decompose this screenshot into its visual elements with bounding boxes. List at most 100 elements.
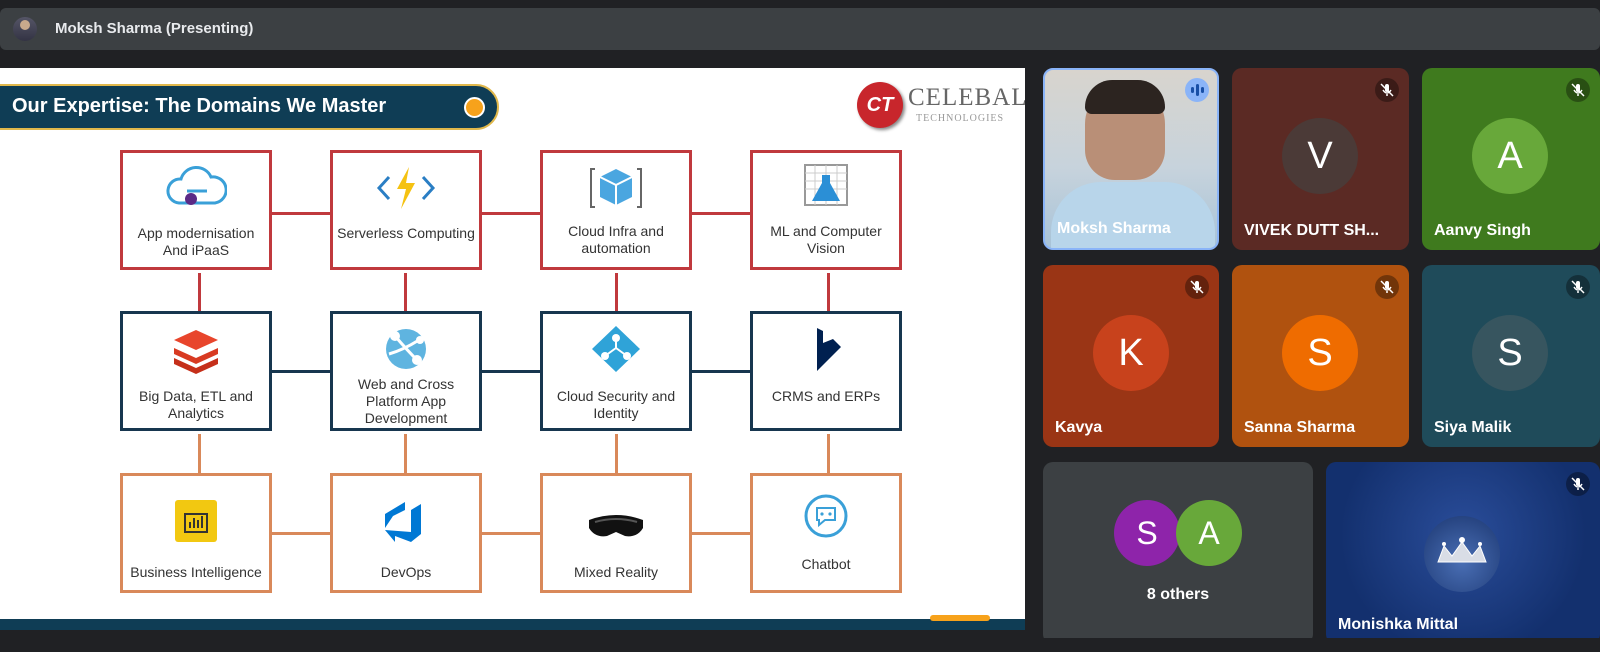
connector: [827, 273, 830, 313]
participant-tile[interactable]: S Sanna Sharma: [1232, 265, 1409, 447]
slide-title: Our Expertise: The Domains We Master: [12, 95, 387, 117]
domain-card: Web and Cross Platform App Development: [330, 311, 482, 431]
connector: [692, 370, 750, 373]
participant-avatar: [1424, 516, 1500, 592]
connector: [482, 212, 540, 215]
mic-off-icon: [1185, 275, 1209, 299]
headset-icon: [589, 515, 643, 537]
speaking-indicator: [1185, 78, 1209, 102]
connector: [404, 434, 407, 474]
domain-card: Business Intelligence: [120, 473, 272, 593]
domain-card: Cloud Security and Identity: [540, 311, 692, 431]
connector: [198, 273, 201, 313]
bar-chart-icon: [175, 500, 217, 542]
domain-label: Cloud Security and Identity: [556, 388, 676, 421]
celebal-logo-mark: CT: [857, 82, 903, 128]
mic-off-icon: [1375, 78, 1399, 102]
domain-card: ML and Computer Vision: [750, 150, 902, 270]
footer-accent: [930, 615, 990, 621]
domain-label: DevOps: [380, 564, 432, 580]
participant-tile[interactable]: V VIVEK DUTT SH...: [1232, 68, 1409, 250]
participant-avatar: S: [1282, 315, 1358, 391]
cube-icon: [590, 168, 642, 208]
crown-icon: [1437, 537, 1487, 563]
domain-label: Mixed Reality: [573, 564, 659, 580]
participant-name: Moksh Sharma: [1057, 220, 1171, 237]
presenter-bar: Moksh Sharma (Presenting): [0, 8, 1600, 50]
chat-icon: [804, 494, 848, 538]
participant-name: Kavya: [1055, 419, 1103, 436]
connector: [827, 434, 830, 474]
connector: [692, 212, 750, 215]
celebal-logo-sub: TECHNOLOGIES: [916, 113, 1005, 124]
participant-tile[interactable]: S Siya Malik: [1422, 265, 1600, 447]
slide-footer-bar: [0, 615, 1025, 630]
others-avatar: A: [1176, 500, 1242, 566]
connector: [198, 434, 201, 474]
connector: [272, 370, 330, 373]
domain-label: Cloud Infra and automation: [568, 223, 664, 256]
participant-name: VIVEK DUTT SH...: [1244, 222, 1380, 239]
banner-dot: [464, 97, 485, 118]
participant-name: Sanna Sharma: [1244, 419, 1356, 436]
others-count: 8 others: [1146, 586, 1210, 603]
participant-shirt: [1051, 182, 1215, 248]
bottom-strip: [0, 638, 1600, 652]
mic-off-icon: [1566, 275, 1590, 299]
connector: [272, 532, 330, 535]
presenter-avatar[interactable]: [13, 17, 37, 41]
others-tile[interactable]: S A 8 others: [1043, 462, 1313, 644]
participant-name: Aanvy Singh: [1434, 222, 1531, 239]
domain-card: Cloud Infra and automation: [540, 150, 692, 270]
lightning-code-icon: [376, 167, 436, 209]
connector: [482, 532, 540, 535]
participant-hair: [1085, 80, 1165, 114]
domain-card: CRMS and ERPs: [750, 311, 902, 431]
identity-diamond-icon: [592, 326, 640, 372]
dynamics-icon: [817, 328, 841, 371]
celebal-logo-name: CELEBAL: [908, 84, 1025, 111]
mic-off-icon: [1566, 78, 1590, 102]
domain-label: Business Intelligence: [130, 564, 262, 580]
domain-card: DevOps: [330, 473, 482, 593]
domain-label: Chatbot: [801, 556, 851, 572]
slide-title-banner: Our Expertise: The Domains We Master: [0, 84, 499, 130]
domain-label: App modernisation And iPaaS: [137, 225, 255, 258]
domain-card: Mixed Reality: [540, 473, 692, 593]
participant-avatar: S: [1472, 315, 1548, 391]
connector: [482, 370, 540, 373]
participant-tile[interactable]: A Aanvy Singh: [1422, 68, 1600, 250]
domain-card: Serverless Computing: [330, 150, 482, 270]
presenter-name: Moksh Sharma (Presenting): [55, 20, 254, 37]
mic-off-icon: [1566, 472, 1590, 496]
devops-icon: [385, 502, 421, 542]
connector: [692, 532, 750, 535]
participant-tile-video[interactable]: Moksh Sharma: [1043, 68, 1219, 250]
participant-avatar: V: [1282, 118, 1358, 194]
participant-avatar: A: [1472, 118, 1548, 194]
others-avatar: S: [1114, 500, 1180, 566]
domain-card: Chatbot: [750, 473, 902, 593]
domain-label: CRMS and ERPs: [771, 388, 881, 404]
shared-slide[interactable]: Our Expertise: The Domains We Master CT …: [0, 68, 1025, 630]
layers-icon: [174, 330, 218, 374]
connector: [404, 273, 407, 313]
mic-off-icon: [1375, 275, 1399, 299]
connector: [615, 434, 618, 474]
participant-name: Siya Malik: [1434, 419, 1512, 436]
participant-avatar: K: [1093, 315, 1169, 391]
globe-nodes-icon: [386, 329, 426, 369]
domain-card: Big Data, ETL and Analytics: [120, 311, 272, 431]
domain-label: Big Data, ETL and Analytics: [139, 388, 253, 421]
cloud-app-icon: [166, 166, 227, 205]
participant-tile[interactable]: Monishka Mittal: [1326, 462, 1600, 644]
connector: [272, 212, 330, 215]
domain-card: App modernisation And iPaaS: [120, 150, 272, 270]
domain-label: ML and Computer Vision: [770, 223, 882, 256]
participant-tile[interactable]: K Kavya: [1043, 265, 1219, 447]
participant-name: Monishka Mittal: [1338, 616, 1459, 633]
flask-icon: [804, 164, 848, 206]
connector: [615, 273, 618, 313]
domain-label: Web and Cross Platform App Development: [357, 376, 455, 426]
domain-label: Serverless Computing: [337, 225, 475, 241]
